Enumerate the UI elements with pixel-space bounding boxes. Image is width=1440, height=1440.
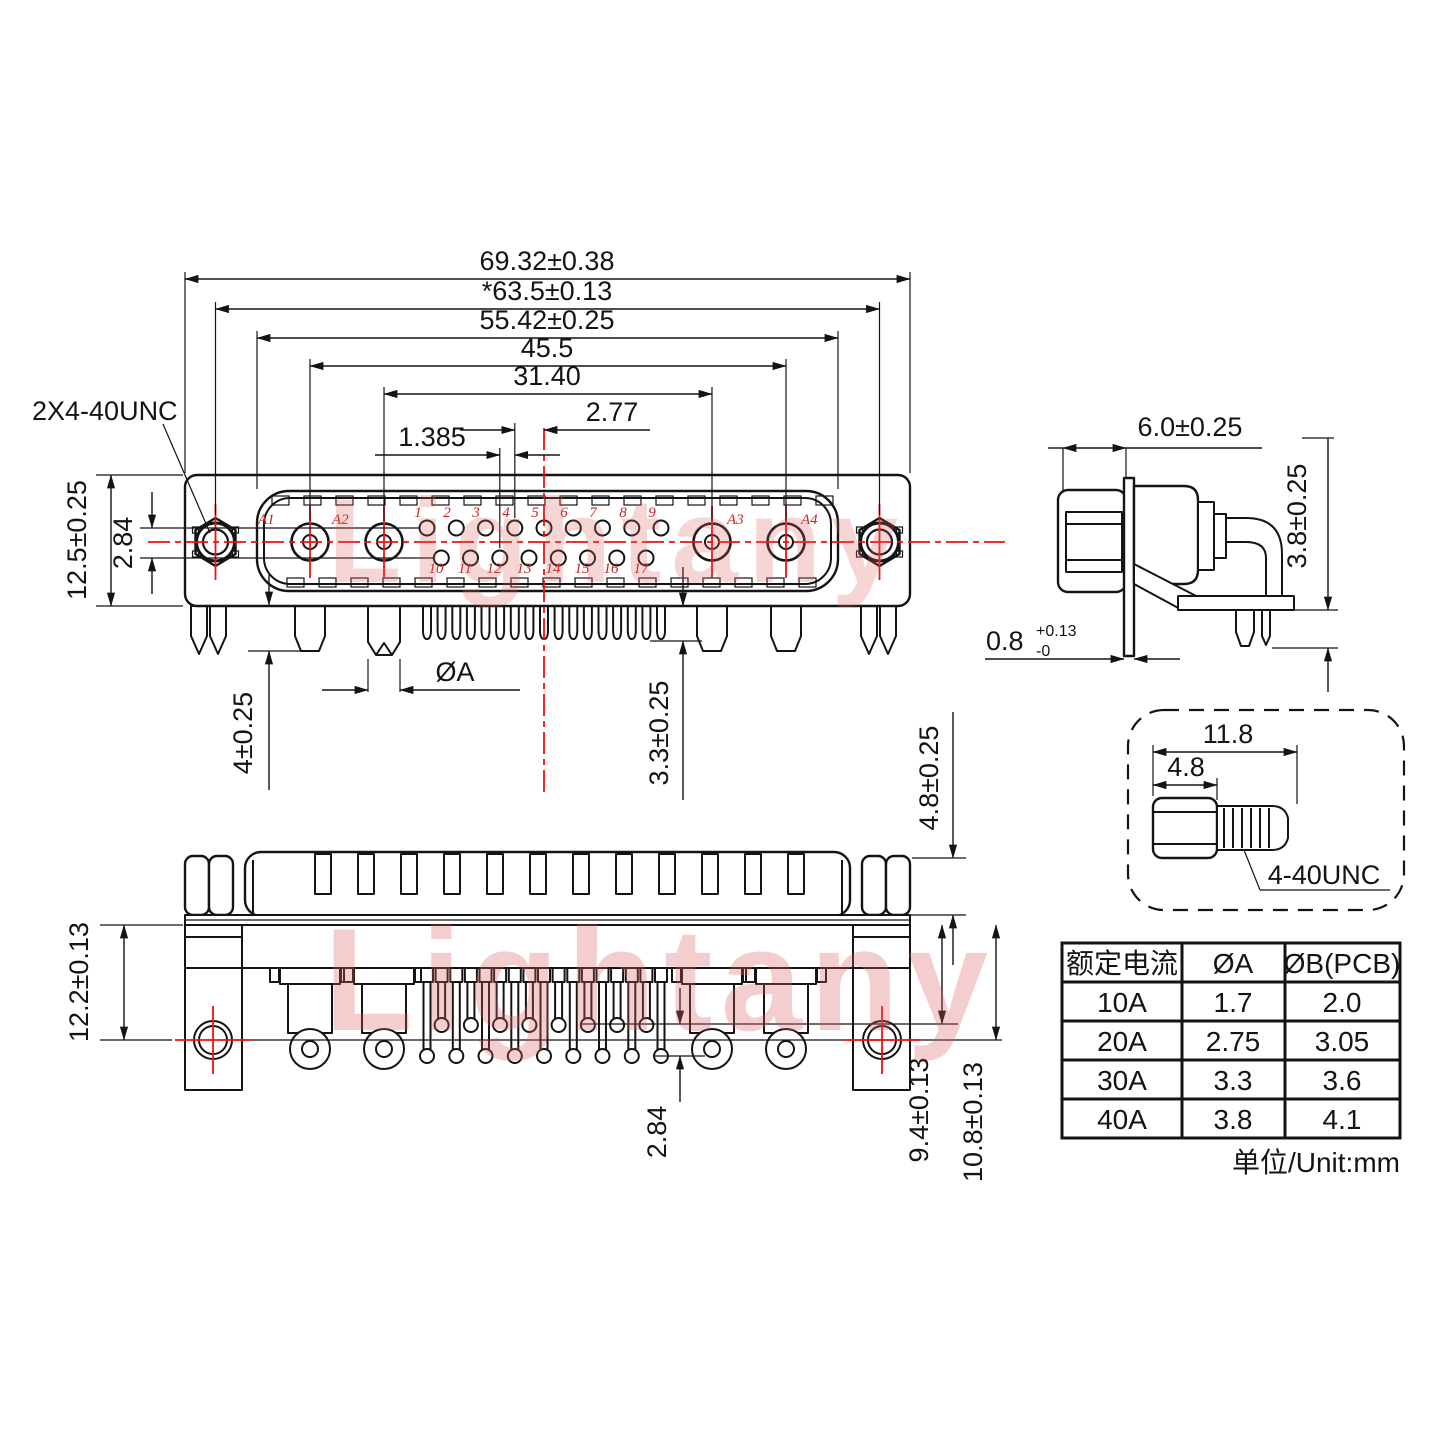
table-header-dia-a: ØA bbox=[1213, 948, 1254, 979]
front-view-geometry bbox=[183, 473, 912, 656]
table-cell: 20A bbox=[1097, 1026, 1147, 1057]
dim-hex-length: 4.8 bbox=[1167, 752, 1205, 782]
table-cell: 2.75 bbox=[1206, 1026, 1261, 1057]
table-cell: 10A bbox=[1097, 987, 1147, 1018]
screw-detail-dimensions: 11.8 4.8 4-40UNC bbox=[1152, 719, 1390, 891]
dim-pin-short: 9.4±0.13 bbox=[904, 1058, 934, 1163]
pin-label: 3 bbox=[471, 505, 480, 521]
table-header-current: 额定电流 bbox=[1066, 948, 1178, 979]
top-dimension-chain: 69.32±0.38 *63.5±0.13 55.42±0.25 45.5 31… bbox=[184, 246, 911, 548]
power-pin-label: A3 bbox=[726, 512, 744, 528]
thread-callout: 2X4-40UNC bbox=[32, 396, 178, 426]
pin-label: 11 bbox=[458, 561, 472, 577]
dim-flange-tol-minus: -0 bbox=[1036, 643, 1050, 660]
dim-standoff-height: 4.8±0.25 bbox=[914, 726, 944, 831]
table-cell: 40A bbox=[1097, 1104, 1147, 1135]
pin-label: 14 bbox=[546, 561, 562, 577]
table-cell: 1.7 bbox=[1214, 987, 1253, 1018]
dim-row-spacing-bottom: 2.84 bbox=[642, 1106, 672, 1159]
pin-label: 8 bbox=[619, 505, 627, 521]
dim-row-spacing-front: 2.84 bbox=[108, 517, 138, 570]
pin-label: 12 bbox=[487, 561, 503, 577]
pin-label: 1 bbox=[414, 505, 422, 521]
table-cell: 30A bbox=[1097, 1065, 1147, 1096]
watermark-bottom: Lightany bbox=[324, 898, 996, 1061]
spec-table: 额定电流 ØA ØB(PCB) 10A 1.7 2.0 20A 2.75 3.0… bbox=[1060, 941, 1402, 1178]
screw-geometry bbox=[1151, 796, 1289, 860]
side-view-dimensions: 6.0±0.25 3.8±0.25 0.8 +0.13 -0 bbox=[985, 412, 1338, 692]
dim-pin-pitch: 2.77 bbox=[586, 397, 639, 427]
pin-label: 10 bbox=[429, 561, 445, 577]
dim-power-span: 45.5 bbox=[521, 333, 574, 363]
power-pin-label: A2 bbox=[331, 512, 349, 528]
dim-flange-thickness: 0.8 bbox=[986, 626, 1024, 656]
pin-label: 7 bbox=[589, 505, 598, 521]
power-pin-label: A1 bbox=[257, 512, 275, 528]
dim-bracket-height: 12.2±0.13 bbox=[64, 922, 94, 1042]
dim-screw-spacing: *63.5±0.13 bbox=[482, 276, 612, 306]
table-cell: 3.3 bbox=[1214, 1065, 1253, 1096]
power-pin-tails bbox=[294, 605, 802, 656]
pin-label: 4 bbox=[502, 505, 510, 521]
bottom-view: 12.2±0.13 2.84 9.4±0.13 10.8±0.13 4.8±0.… bbox=[64, 712, 1002, 1182]
watermark-front: Lightany bbox=[328, 474, 908, 608]
dim-total-length: 11.8 bbox=[1203, 719, 1254, 749]
detail-box bbox=[1126, 708, 1406, 912]
bottom-view-crosshairs bbox=[175, 1006, 920, 1074]
pin-label: 2 bbox=[443, 505, 451, 521]
left-dimensions: 2X4-40UNC 12.5±0.25 2.84 bbox=[32, 396, 434, 607]
dim-depth: 6.0±0.25 bbox=[1138, 412, 1243, 442]
dim-height: 3.8±0.25 bbox=[1282, 464, 1312, 569]
pin-label: 13 bbox=[517, 561, 532, 577]
pin-label: 5 bbox=[531, 505, 539, 521]
front-pin-labels: A1 A2 A3 A4 1 2 3 4 5 6 7 8 9 10 11 12 1… bbox=[257, 505, 818, 577]
table-header-dia-b: ØB(PCB) bbox=[1284, 948, 1401, 979]
side-view: 6.0±0.25 3.8±0.25 0.8 +0.13 -0 bbox=[985, 412, 1338, 692]
dim-body-width: 55.42±0.25 bbox=[480, 305, 615, 335]
dim-tail-length: 3.3±0.25 bbox=[644, 681, 674, 786]
dim-width-outer: 69.32±0.38 bbox=[480, 246, 615, 276]
dim-pin-long: 10.8±0.13 bbox=[958, 1062, 988, 1182]
screw-detail: 11.8 4.8 4-40UNC bbox=[1126, 708, 1406, 912]
table-cell: 3.8 bbox=[1214, 1104, 1253, 1135]
dim-flange-tol-plus: +0.13 bbox=[1036, 623, 1077, 640]
table-cell: 3.05 bbox=[1315, 1026, 1370, 1057]
pin-label: 16 bbox=[604, 561, 620, 577]
bottom-view-dimensions: 12.2±0.13 2.84 9.4±0.13 10.8±0.13 4.8±0.… bbox=[64, 712, 1001, 1182]
pin-label: 6 bbox=[560, 505, 568, 521]
dim-flange-height: 12.5±0.25 bbox=[62, 480, 92, 600]
dim-pin-diameter: ØA bbox=[435, 657, 474, 687]
table-cell: 3.6 bbox=[1323, 1065, 1362, 1096]
pin-label: 15 bbox=[575, 561, 591, 577]
pin-label: 17 bbox=[634, 561, 651, 577]
dim-power-inner-span: 31.40 bbox=[513, 361, 581, 391]
side-view-geometry bbox=[1056, 476, 1295, 658]
table-cell: 4.1 bbox=[1323, 1104, 1362, 1135]
table-cell: 2.0 bbox=[1323, 987, 1362, 1018]
front-view: 69.32±0.38 *63.5±0.13 55.42±0.25 45.5 31… bbox=[32, 246, 1005, 800]
dim-pin-half-pitch: 1.385 bbox=[398, 422, 466, 452]
thread-label: 4-40UNC bbox=[1268, 860, 1381, 890]
dim-peg-length: 4±0.25 bbox=[228, 692, 258, 774]
lower-dimensions: 4±0.25 ØA 3.3±0.25 bbox=[228, 567, 702, 800]
unit-note: 单位/Unit:mm bbox=[1232, 1147, 1400, 1178]
power-pin-label: A4 bbox=[800, 512, 818, 528]
pin-label: 9 bbox=[648, 505, 656, 521]
